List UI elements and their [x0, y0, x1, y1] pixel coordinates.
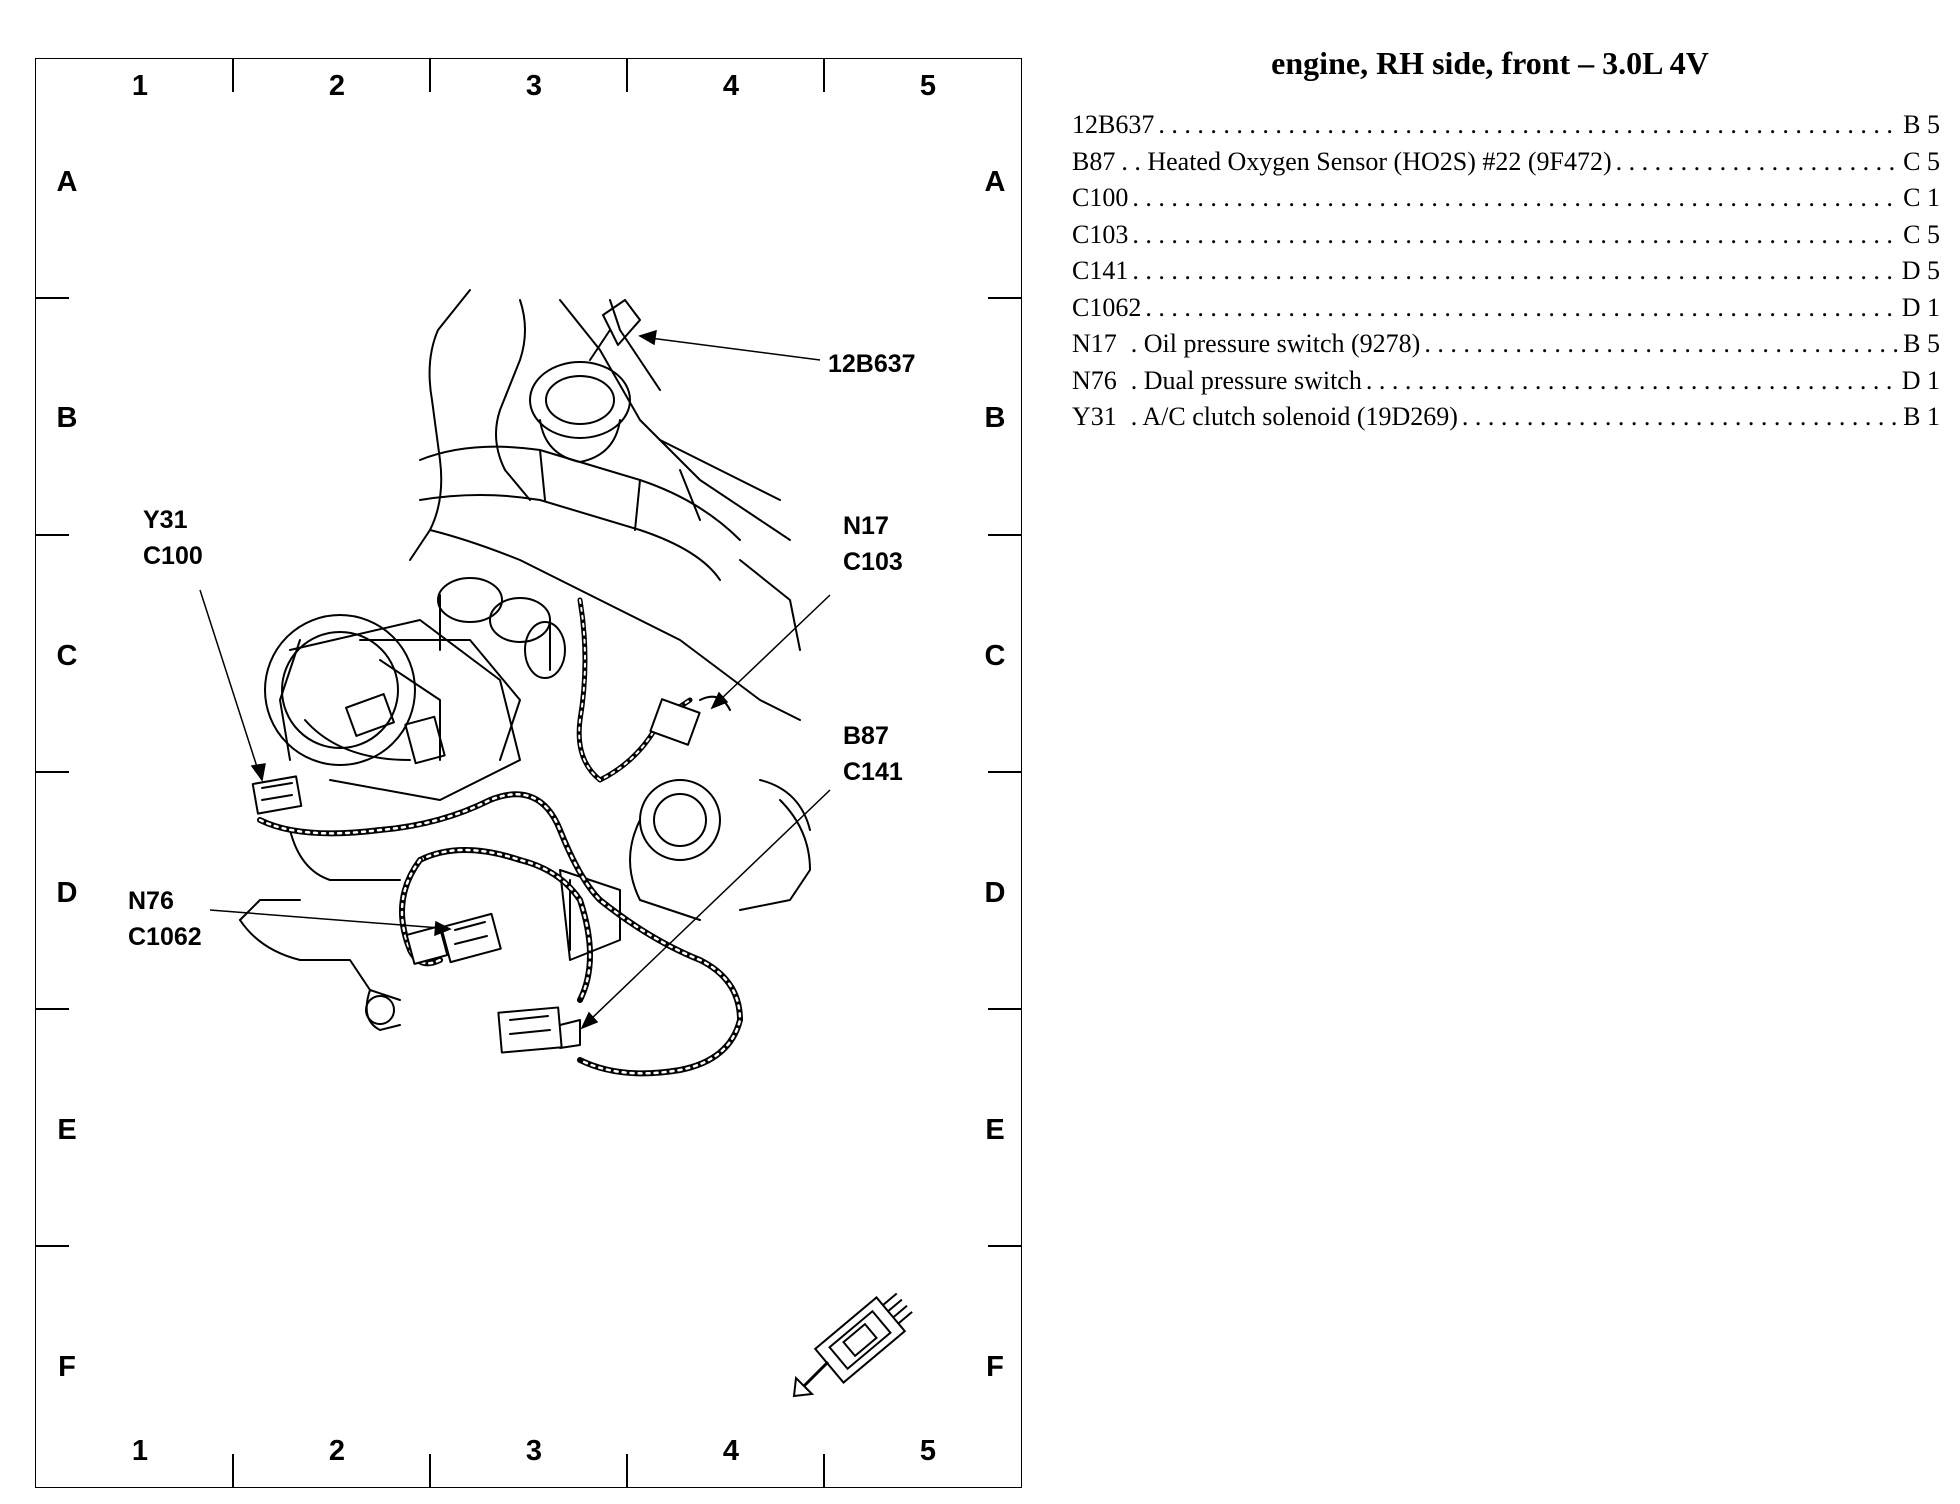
leader-line	[199, 589, 259, 771]
legend-code: N17	[1072, 329, 1117, 358]
grid-row-label: F	[986, 1351, 1004, 1383]
legend-code: 12B637	[1072, 110, 1155, 139]
legend-description: . A/C clutch solenoid (19D269)	[1130, 402, 1458, 431]
legend-location: B 5	[1903, 329, 1940, 358]
callout-12b637: 12B637	[828, 350, 916, 378]
grid-column-label: 2	[328, 70, 346, 102]
legend-row: C103 C 5	[1072, 220, 1940, 257]
leader-line	[649, 337, 821, 361]
grid-tick	[35, 771, 69, 773]
grid-tick	[35, 1245, 69, 1247]
grid-tick	[35, 1008, 69, 1010]
legend-location: B 5	[1903, 110, 1940, 139]
grid-row-label: D	[56, 877, 78, 909]
grid-tick	[232, 1454, 234, 1488]
grid-tick	[988, 534, 1022, 536]
callout-n17: N17	[843, 512, 889, 540]
grid-tick	[429, 1454, 431, 1488]
diagram-title: engine, RH side, front – 3.0L 4V	[1271, 45, 1709, 81]
callout-c141: C141	[843, 758, 903, 786]
grid-tick	[823, 1454, 825, 1488]
callout-c100: C100	[143, 542, 203, 570]
legend-location: C 1	[1903, 183, 1940, 212]
grid-tick	[988, 1008, 1022, 1010]
grid-column-label: 4	[722, 1435, 740, 1467]
grid-tick	[35, 297, 69, 299]
legend-code: B87	[1072, 146, 1116, 176]
legend-row: C1062 D 1	[1072, 293, 1940, 330]
legend-row: B87 . . Heated Oxygen Sensor (HO2S) #22 …	[1072, 147, 1940, 184]
legend-code: C100	[1072, 183, 1129, 212]
leader-line	[589, 789, 831, 1021]
grid-column-label: 5	[919, 1435, 937, 1467]
grid-row-label: A	[984, 166, 1006, 198]
callout-b87: B87	[843, 722, 889, 750]
grid-row-label: B	[984, 402, 1006, 434]
legend-row: C100 C 1	[1072, 183, 1940, 220]
grid-row-label: B	[56, 402, 78, 434]
grid-row-label: A	[56, 166, 78, 198]
leader-line	[719, 594, 831, 701]
legend-location: D 1	[1901, 365, 1940, 395]
callout-c103: C103	[843, 548, 903, 576]
connector-view-icon	[792, 1292, 913, 1398]
legend-location: D 1	[1901, 292, 1940, 322]
legend-description: . Dual pressure switch	[1130, 365, 1362, 395]
grid-row-label: C	[984, 640, 1006, 672]
legend-row: C141 D 5	[1072, 256, 1940, 293]
legend-location: C 5	[1903, 219, 1940, 249]
callout-y31: Y31	[143, 506, 188, 534]
grid-column-label: 1	[131, 70, 149, 102]
diagram-frame	[35, 58, 1022, 1488]
grid-tick	[988, 1245, 1022, 1247]
grid-row-label: E	[57, 1114, 77, 1146]
grid-column-label: 3	[525, 1435, 543, 1467]
grid-tick	[988, 771, 1022, 773]
legend-row: 12B637 B 5	[1072, 110, 1940, 147]
grid-tick	[626, 1454, 628, 1488]
grid-tick	[988, 297, 1022, 299]
grid-column-label: 2	[328, 1435, 346, 1467]
grid-row-label: F	[58, 1351, 76, 1383]
grid-tick	[429, 58, 431, 92]
legend-code: N76	[1072, 365, 1117, 395]
grid-tick	[823, 58, 825, 92]
legend-description: . . Heated Oxygen Sensor (HO2S) #22 (9F4…	[1121, 146, 1612, 176]
legend-row: N76 . Dual pressure switch D 1	[1072, 366, 1940, 403]
grid-column-label: 1	[131, 1435, 149, 1467]
grid-row-label: E	[985, 1114, 1005, 1146]
legend-row: N17 . Oil pressure switch (9278) B 5	[1072, 329, 1940, 366]
grid-tick	[626, 58, 628, 92]
legend-description: . Oil pressure switch (9278)	[1130, 329, 1421, 358]
component-legend: 12B637 B 5 B87 . . Heated Oxygen Sensor …	[1072, 110, 1940, 439]
legend-code: C1062	[1072, 292, 1142, 322]
grid-tick	[35, 534, 69, 536]
grid-tick	[232, 58, 234, 92]
legend-code: C103	[1072, 219, 1129, 249]
callout-n76: N76	[128, 887, 174, 915]
legend-location: C 5	[1903, 146, 1940, 176]
legend-location: B 1	[1903, 402, 1940, 431]
legend-location: D 5	[1901, 256, 1940, 285]
grid-column-label: 3	[525, 70, 543, 102]
grid-row-label: D	[984, 877, 1006, 909]
grid-column-label: 4	[722, 70, 740, 102]
grid-row-label: C	[56, 640, 78, 672]
legend-row: Y31 . A/C clutch solenoid (19D269) B 1	[1072, 402, 1940, 439]
grid-column-label: 5	[919, 70, 937, 102]
legend-code: Y31	[1072, 402, 1117, 431]
callout-c1062: C1062	[128, 923, 202, 951]
leader-line	[209, 909, 441, 929]
legend-code: C141	[1072, 256, 1129, 285]
